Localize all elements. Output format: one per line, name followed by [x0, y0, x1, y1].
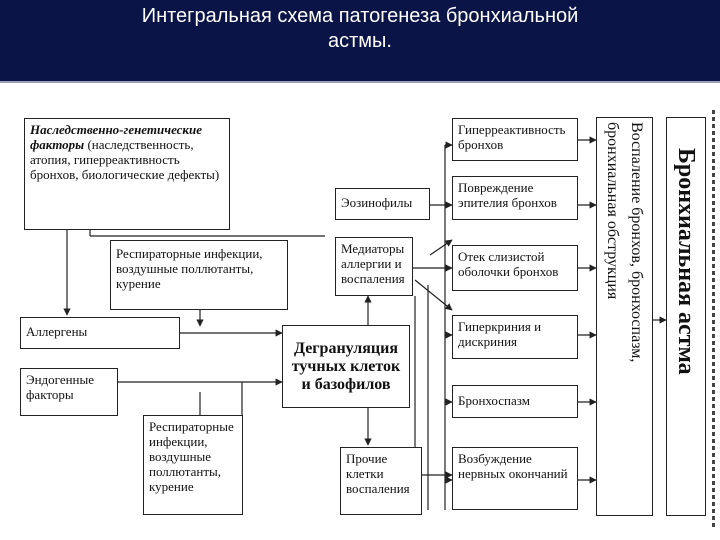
nerve-excitation-text: Возбуждение нервных окончаний [458, 451, 568, 481]
endogenous-factors-text: Эндогенные факторы [26, 372, 95, 402]
hereditary-factors-box: Наследственно-генетические факторы (насл… [24, 118, 230, 230]
hyperreactivity-text: Гиперреактивность бронхов [458, 122, 566, 152]
allergens-box: Аллергены [20, 317, 180, 349]
title-line-2: астмы. [328, 30, 392, 52]
epithelium-damage-box: Повреждение эпителия бронхов [452, 176, 578, 220]
slide-title: Интегральная схема патогенеза бронхиальн… [0, 4, 720, 54]
epithelium-damage-text: Повреждение эпителия бронхов [458, 180, 557, 210]
mediators-text: Медиаторы аллергии и воспаления [341, 241, 405, 286]
hypercrinia-box: Гиперкриния и дискриния [452, 315, 578, 359]
hereditary-factors-text: (наследственность, атопия, гиперреактивн… [30, 137, 220, 182]
asthma-box [666, 117, 706, 516]
inflammation-line-2: бронхиальная обструкция [604, 122, 621, 300]
mucosa-edema-box: Отек слизистой оболочки бронхов [452, 245, 578, 291]
page-edge [712, 110, 715, 530]
eosinophils-box: Эозинофилы [335, 188, 430, 220]
inflammation-box [596, 117, 653, 516]
slide-header [0, 0, 720, 81]
degranulation-box: Дегрануляция тучных клеток и базофилов [282, 325, 410, 408]
endogenous-factors-box: Эндогенные факторы [20, 368, 118, 416]
hereditary-factors-title: Наследственно-генетические факторы [30, 122, 203, 152]
hypercrinia-text: Гиперкриния и дискриния [458, 319, 542, 349]
resp-infections-bottom-box: Респираторные инфекции, воздушные поллют… [143, 415, 243, 515]
asthma-text: Бронхиальная астма [672, 148, 700, 508]
asthma-label: Бронхиальная астма [673, 148, 699, 375]
bronchospasm-box: Бронхоспазм [452, 385, 578, 418]
header-separator [0, 81, 720, 83]
bronchospasm-text: Бронхоспазм [458, 393, 530, 408]
inflammation-line-1: Воспаление бронхов, бронхоспазм, [628, 122, 645, 363]
other-inflammatory-cells-box: Прочие клетки воспаления [340, 447, 422, 515]
hyperreactivity-box: Гиперреактивность бронхов [452, 118, 578, 161]
resp-infections-bottom-text: Респираторные инфекции, воздушные поллют… [149, 419, 234, 494]
eosinophils-text: Эозинофилы [341, 195, 413, 210]
allergens-text: Аллергены [26, 324, 88, 339]
inflammation-text: Воспаление бронхов, бронхоспазм, бронхиа… [600, 122, 648, 512]
title-line-1: Интегральная схема патогенеза бронхиальн… [141, 5, 579, 27]
mucosa-edema-text: Отек слизистой оболочки бронхов [458, 249, 559, 279]
other-inflammatory-cells-text: Прочие клетки воспаления [346, 451, 410, 496]
degranulation-text: Дегрануляция тучных клеток и базофилов [291, 339, 401, 393]
mediators-box: Медиаторы аллергии и воспаления [335, 237, 413, 296]
resp-infections-top-box: Респираторные инфекции, воздушные поллют… [110, 240, 288, 310]
resp-infections-top-text: Респираторные инфекции, воздушные поллют… [116, 246, 263, 291]
nerve-excitation-box: Возбуждение нервных окончаний [452, 447, 578, 510]
